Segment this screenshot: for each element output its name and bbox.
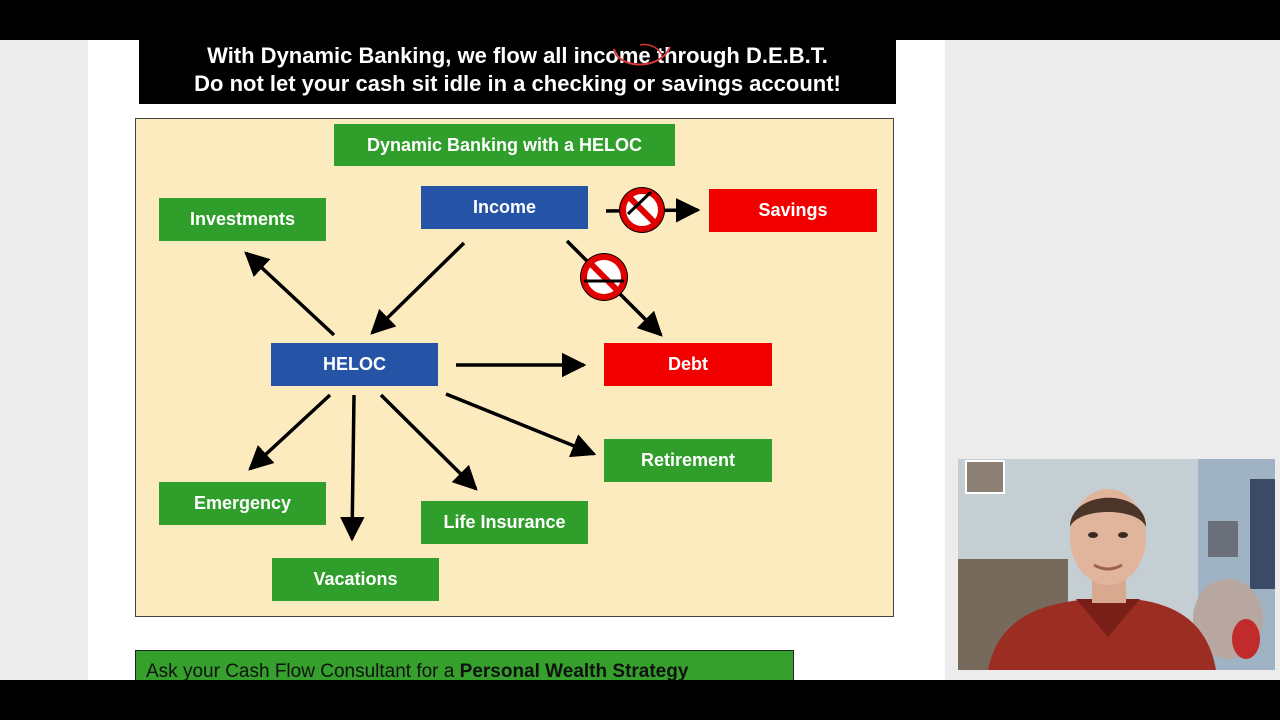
cta-prefix: Ask your Cash Flow Consultant for a (146, 661, 460, 682)
node-retirement: Retirement (604, 439, 772, 482)
arrow-heloc-retirement (445, 392, 597, 458)
arrow-heloc-vacations (340, 394, 365, 542)
letterbox-bottom (0, 680, 1280, 720)
arrow-heloc-lifeinsurance (379, 393, 478, 491)
headline-line-1: With Dynamic Banking, we flow all income… (207, 43, 828, 68)
diagram-arrows (244, 187, 701, 542)
node-life-insurance: Life Insurance (421, 501, 588, 544)
node-investments: Investments (159, 198, 326, 241)
node-vacations: Vacations (272, 558, 439, 601)
no-symbol-icon (580, 253, 628, 301)
node-heloc: HELOC (271, 343, 438, 386)
node-savings: Savings (709, 189, 877, 232)
node-debt: Debt (604, 343, 772, 386)
arrow-heloc-emergency (248, 393, 332, 471)
webcam-overlay (958, 459, 1275, 670)
node-emergency: Emergency (159, 482, 326, 525)
presenter-video (958, 459, 1275, 670)
arrow-heloc-investments (244, 251, 336, 337)
no-symbol-icon (619, 187, 665, 233)
headline-line-2: Do not let your cash sit idle in a check… (194, 71, 841, 96)
heloc-diagram: Dynamic Banking with a HELOC Income Savi… (135, 118, 894, 617)
node-income: Income (421, 186, 588, 229)
diagram-title: Dynamic Banking with a HELOC (334, 124, 675, 166)
headline-banner: With Dynamic Banking, we flow all income… (139, 40, 896, 104)
arrow-income-heloc (370, 241, 466, 335)
annotation-scribble (613, 43, 671, 66)
cta-emphasis: Personal Wealth Strategy (459, 661, 689, 682)
